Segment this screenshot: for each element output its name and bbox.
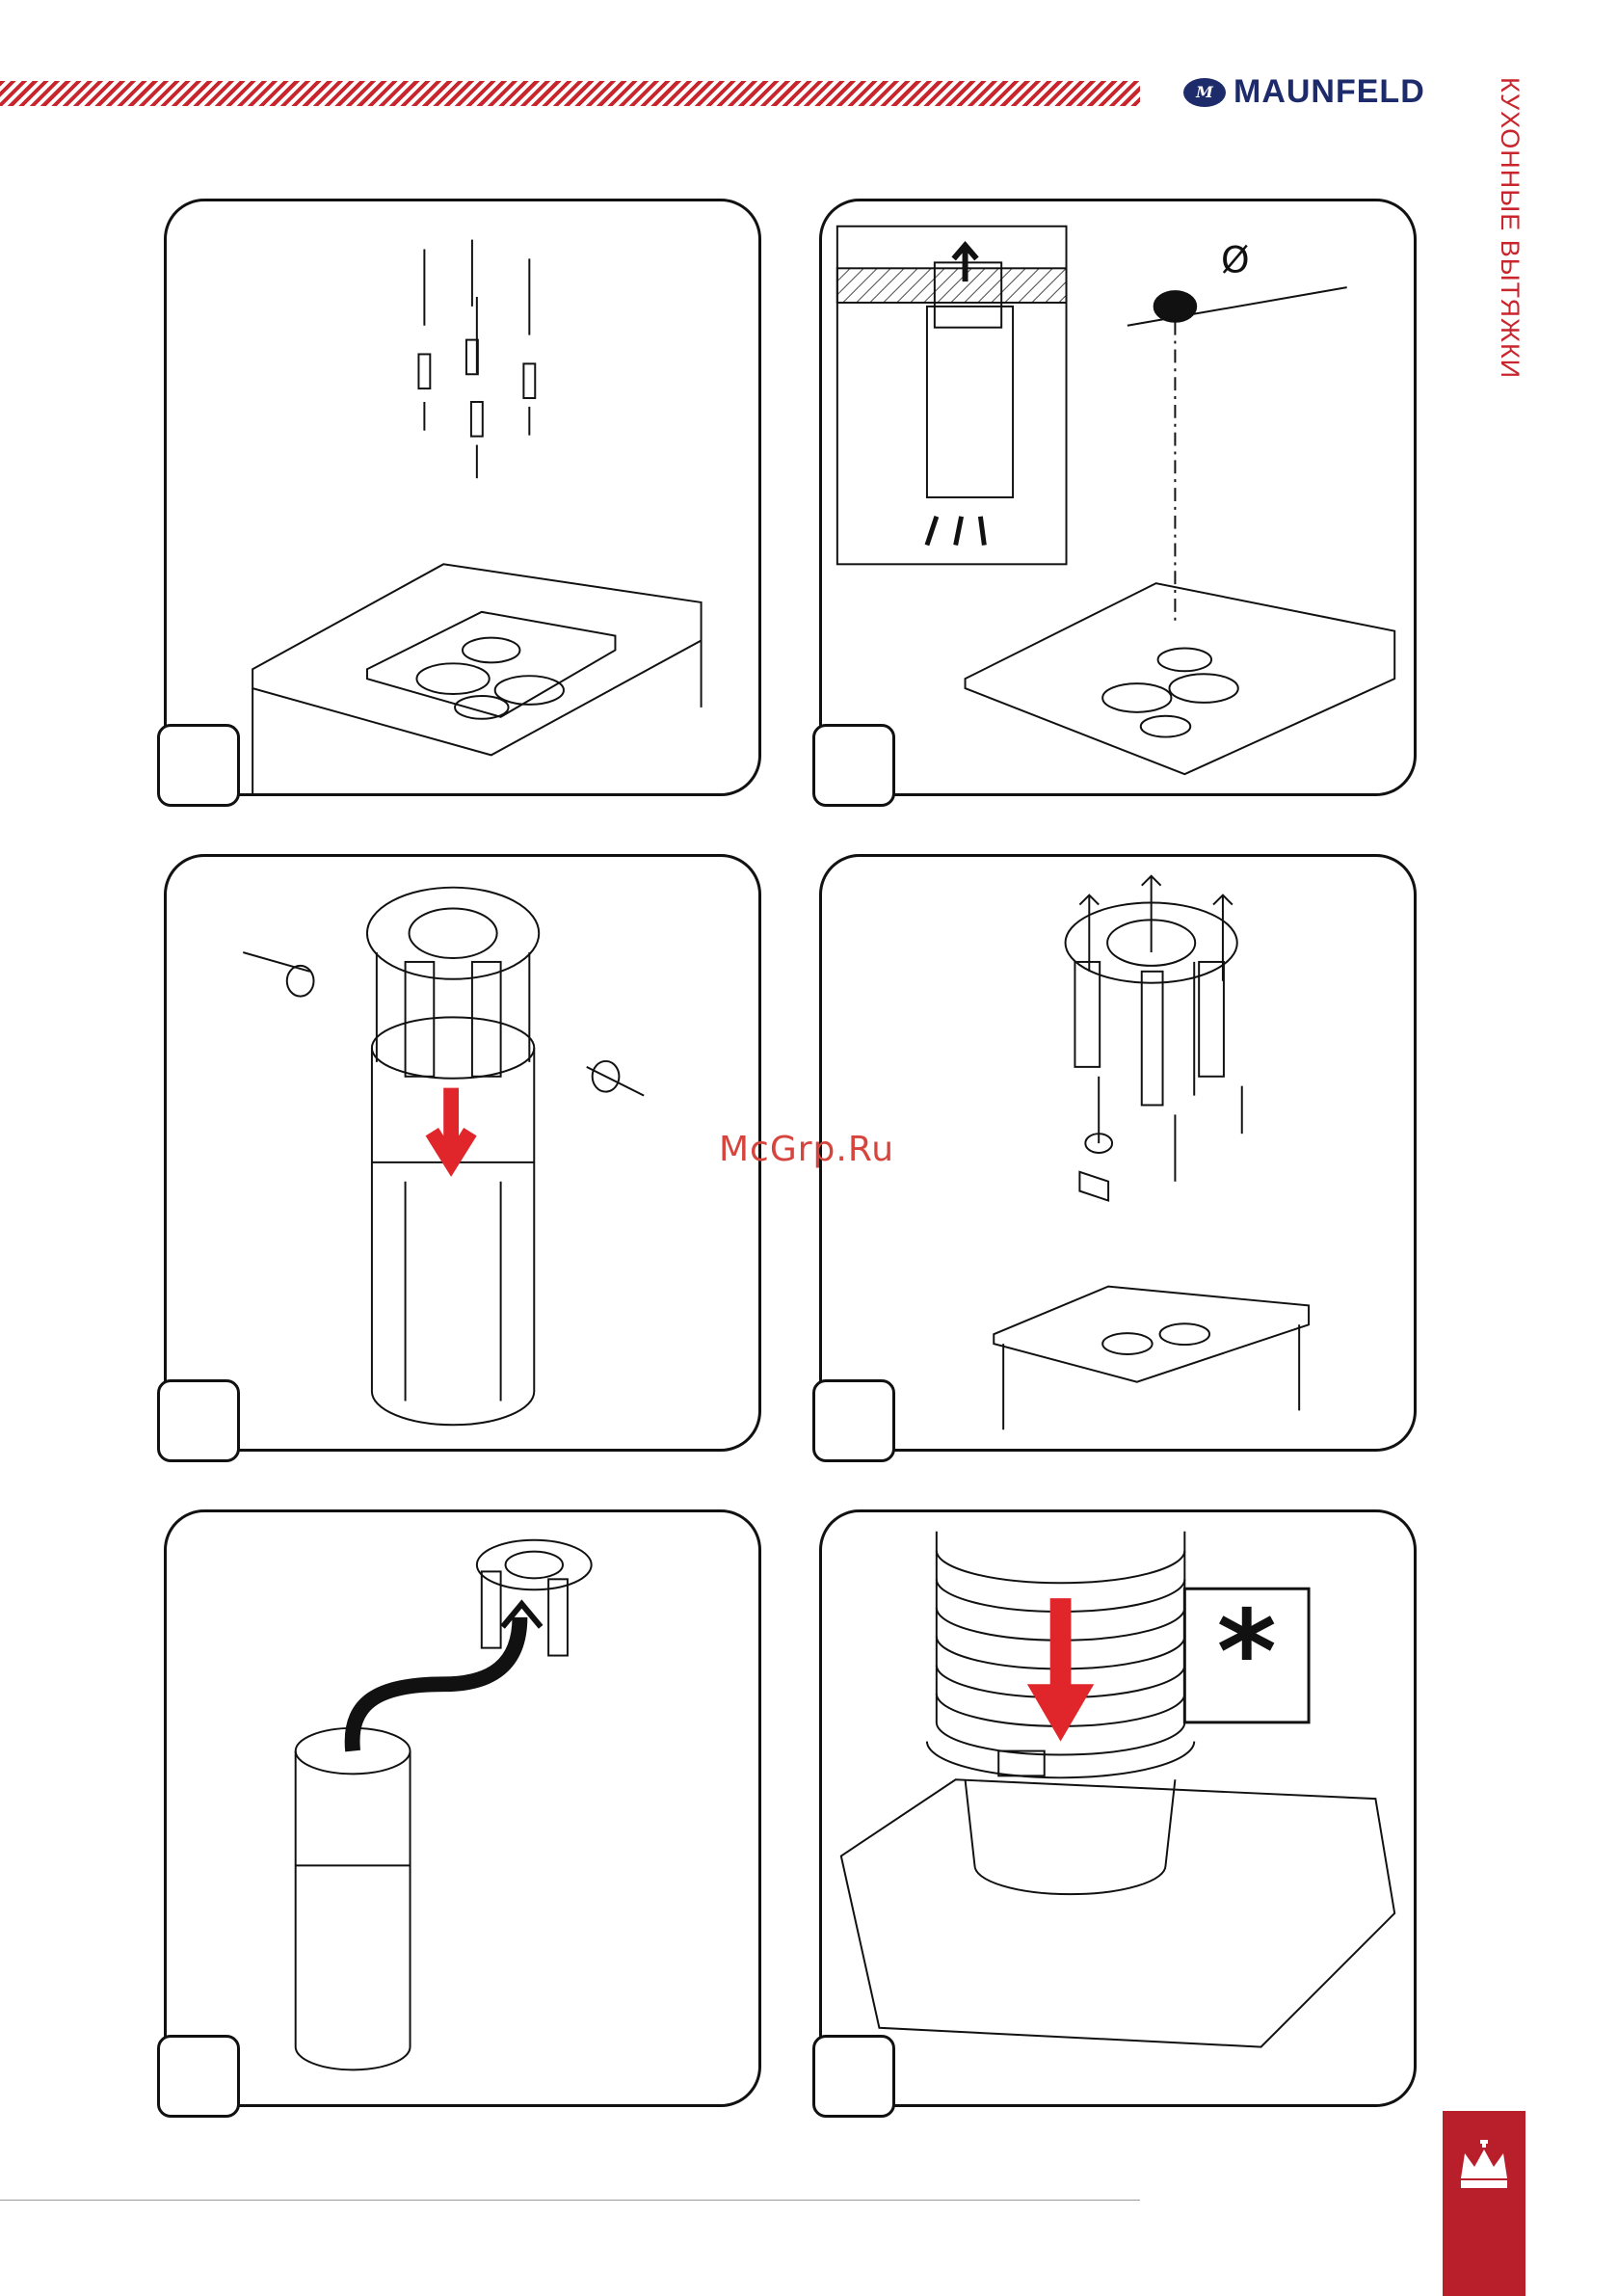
- remove-frame-illustration-icon: [167, 1512, 758, 2104]
- brand-mark-icon: M: [1183, 78, 1226, 107]
- crown-icon: [1455, 2140, 1513, 2194]
- panel-fixings: [164, 199, 761, 796]
- step-number-box: [812, 724, 895, 807]
- fixings-illustration-icon: [167, 201, 758, 793]
- duct-hose-clamp-illustration-icon: *: [822, 1512, 1414, 2104]
- footer-divider: [0, 2200, 1140, 2201]
- panel-frame-screw: [164, 854, 761, 1452]
- panel-frame-ceiling: [819, 854, 1417, 1452]
- section-title: КУХОННЫЕ ВЫТЯЖКИ: [1496, 77, 1525, 386]
- diameter-symbol: Ø: [1221, 238, 1250, 280]
- panel-duct-clamp: *: [819, 1509, 1417, 2107]
- note-asterisk: *: [1217, 1587, 1277, 1720]
- panel-ceiling-hole: Ø: [819, 199, 1417, 796]
- ceiling-hole-illustration-icon: Ø: [822, 201, 1414, 793]
- step-number-box: [812, 2035, 895, 2118]
- step-number-box: [157, 724, 240, 807]
- frame-to-ceiling-illustration-icon: [822, 857, 1414, 1449]
- frame-into-chimney-illustration-icon: [167, 857, 758, 1449]
- panel-remove-frame: [164, 1509, 761, 2107]
- header-hatch-bar: [0, 81, 1140, 106]
- step-number-box: [812, 1379, 895, 1462]
- step-number-box: [157, 1379, 240, 1462]
- step-number-box: [157, 2035, 240, 2118]
- brand-logo: M MAUNFELD: [1183, 73, 1425, 111]
- crown-tab: [1443, 2111, 1525, 2296]
- brand-name: MAUNFELD: [1233, 73, 1425, 111]
- watermark-text: McGrp.Ru: [719, 1130, 894, 1169]
